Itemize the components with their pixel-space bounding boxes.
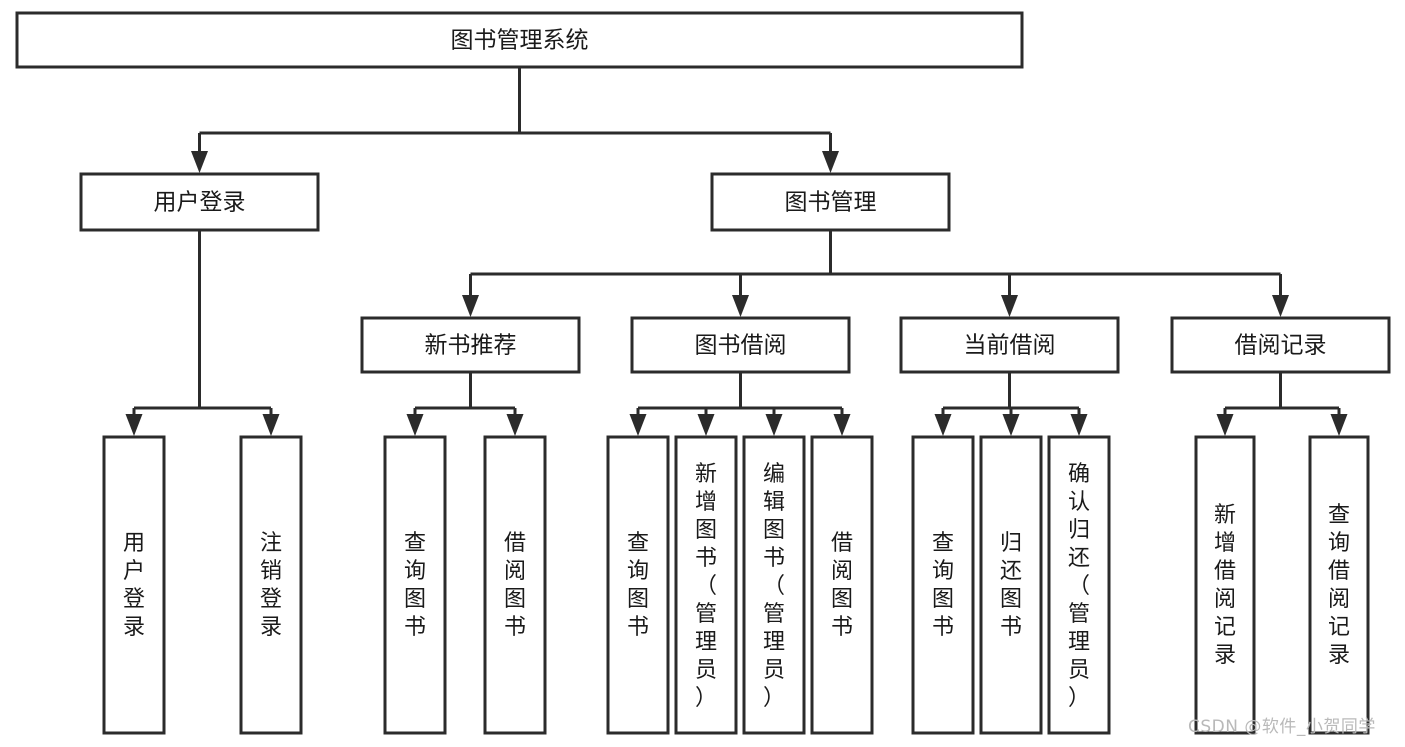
connector-group-user_login <box>125 230 280 436</box>
connector-group-root <box>191 67 839 173</box>
node-label-current_borrow: 当前借阅 <box>964 333 1056 359</box>
node-label-root: 图书管理系统 <box>451 28 589 54</box>
node-book_mgmt[interactable]: 图书管理 <box>710 172 951 232</box>
node-leaf_query_book_1[interactable]: 查询图书 <box>383 435 447 735</box>
node-box-leaf_return_book <box>979 435 1043 735</box>
node-label-leaf_borrow_book_1: 借阅图书 <box>504 531 526 640</box>
node-leaf_query_book_2[interactable]: 查询图书 <box>606 435 670 735</box>
connector-layer <box>125 67 1348 436</box>
node-leaf_query_book_3[interactable]: 查询图书 <box>911 435 975 735</box>
node-label-leaf_borrow_book_2: 借阅图书 <box>831 531 853 640</box>
node-leaf_confirm_return[interactable]: 确认归还（管理员） <box>1047 435 1111 735</box>
node-label-leaf_query_book_2: 查询图书 <box>627 531 649 640</box>
node-box-leaf_query_book_2 <box>606 435 670 735</box>
node-box-book_mgmt <box>710 172 951 232</box>
node-label-leaf_query_book_3: 查询图书 <box>932 531 954 640</box>
node-label-leaf_query_record: 查询借阅记录 <box>1328 503 1350 668</box>
node-leaf_borrow_book_2[interactable]: 借阅图书 <box>810 435 874 735</box>
connector-group-book_mgmt <box>462 230 1289 317</box>
node-borrow_record[interactable]: 借阅记录 <box>1170 316 1391 374</box>
node-box-leaf_edit_book <box>742 435 806 735</box>
node-box-current_borrow <box>899 316 1120 374</box>
node-label-leaf_query_book_1: 查询图书 <box>404 531 426 640</box>
node-box-leaf_add_book <box>674 435 738 735</box>
node-label-leaf_edit_book: 编辑图书（管理员） <box>763 462 785 711</box>
node-box-leaf_confirm_return <box>1047 435 1111 735</box>
node-root[interactable]: 图书管理系统 <box>15 11 1024 69</box>
csdn-watermark: CSDN @软件_小贺同学 <box>1188 717 1376 737</box>
node-label-leaf_logout: 注销登录 <box>260 531 282 640</box>
node-leaf_add_book[interactable]: 新增图书（管理员） <box>674 435 738 735</box>
node-label-leaf_add_book: 新增图书（管理员） <box>695 462 717 711</box>
node-label-leaf_confirm_return: 确认归还（管理员） <box>1068 462 1090 711</box>
node-box-leaf_borrow_book_2 <box>810 435 874 735</box>
node-leaf_query_record[interactable]: 查询借阅记录 <box>1308 435 1370 735</box>
node-box-leaf_borrow_book_1 <box>483 435 547 735</box>
node-box-leaf_user_login <box>102 435 166 735</box>
node-label-new_book_rec: 新书推荐 <box>425 333 517 359</box>
node-book_borrow[interactable]: 图书借阅 <box>630 316 851 374</box>
node-current_borrow[interactable]: 当前借阅 <box>899 316 1120 374</box>
connector-group-new_book_rec <box>406 372 524 436</box>
node-new_book_rec[interactable]: 新书推荐 <box>360 316 581 374</box>
node-box-leaf_add_record <box>1194 435 1256 735</box>
node-box-root <box>15 11 1024 69</box>
connector-group-current_borrow <box>934 372 1088 436</box>
connector-group-borrow_record <box>1216 372 1348 436</box>
node-label-book_borrow: 图书借阅 <box>695 333 787 359</box>
node-label-leaf_user_login: 用户登录 <box>123 531 145 640</box>
node-label-book_mgmt: 图书管理 <box>785 190 877 216</box>
node-layer: 图书管理系统用户登录图书管理新书推荐图书借阅当前借阅借阅记录用户登录注销登录查询… <box>15 11 1391 735</box>
node-leaf_borrow_book_1[interactable]: 借阅图书 <box>483 435 547 735</box>
node-leaf_edit_book[interactable]: 编辑图书（管理员） <box>742 435 806 735</box>
node-leaf_add_record[interactable]: 新增借阅记录 <box>1194 435 1256 735</box>
node-label-leaf_return_book: 归还图书 <box>1000 531 1022 640</box>
node-label-borrow_record: 借阅记录 <box>1235 333 1327 359</box>
node-box-new_book_rec <box>360 316 581 374</box>
node-box-borrow_record <box>1170 316 1391 374</box>
node-box-leaf_query_record <box>1308 435 1370 735</box>
node-label-leaf_add_record: 新增借阅记录 <box>1214 503 1236 668</box>
node-box-book_borrow <box>630 316 851 374</box>
node-leaf_return_book[interactable]: 归还图书 <box>979 435 1043 735</box>
node-leaf_logout[interactable]: 注销登录 <box>239 435 303 735</box>
node-box-leaf_logout <box>239 435 303 735</box>
node-box-leaf_query_book_1 <box>383 435 447 735</box>
node-box-user_login <box>79 172 320 232</box>
node-user_login[interactable]: 用户登录 <box>79 172 320 232</box>
node-box-leaf_query_book_3 <box>911 435 975 735</box>
connector-group-book_borrow <box>629 372 851 436</box>
node-leaf_user_login[interactable]: 用户登录 <box>102 435 166 735</box>
node-label-user_login: 用户登录 <box>154 190 246 216</box>
